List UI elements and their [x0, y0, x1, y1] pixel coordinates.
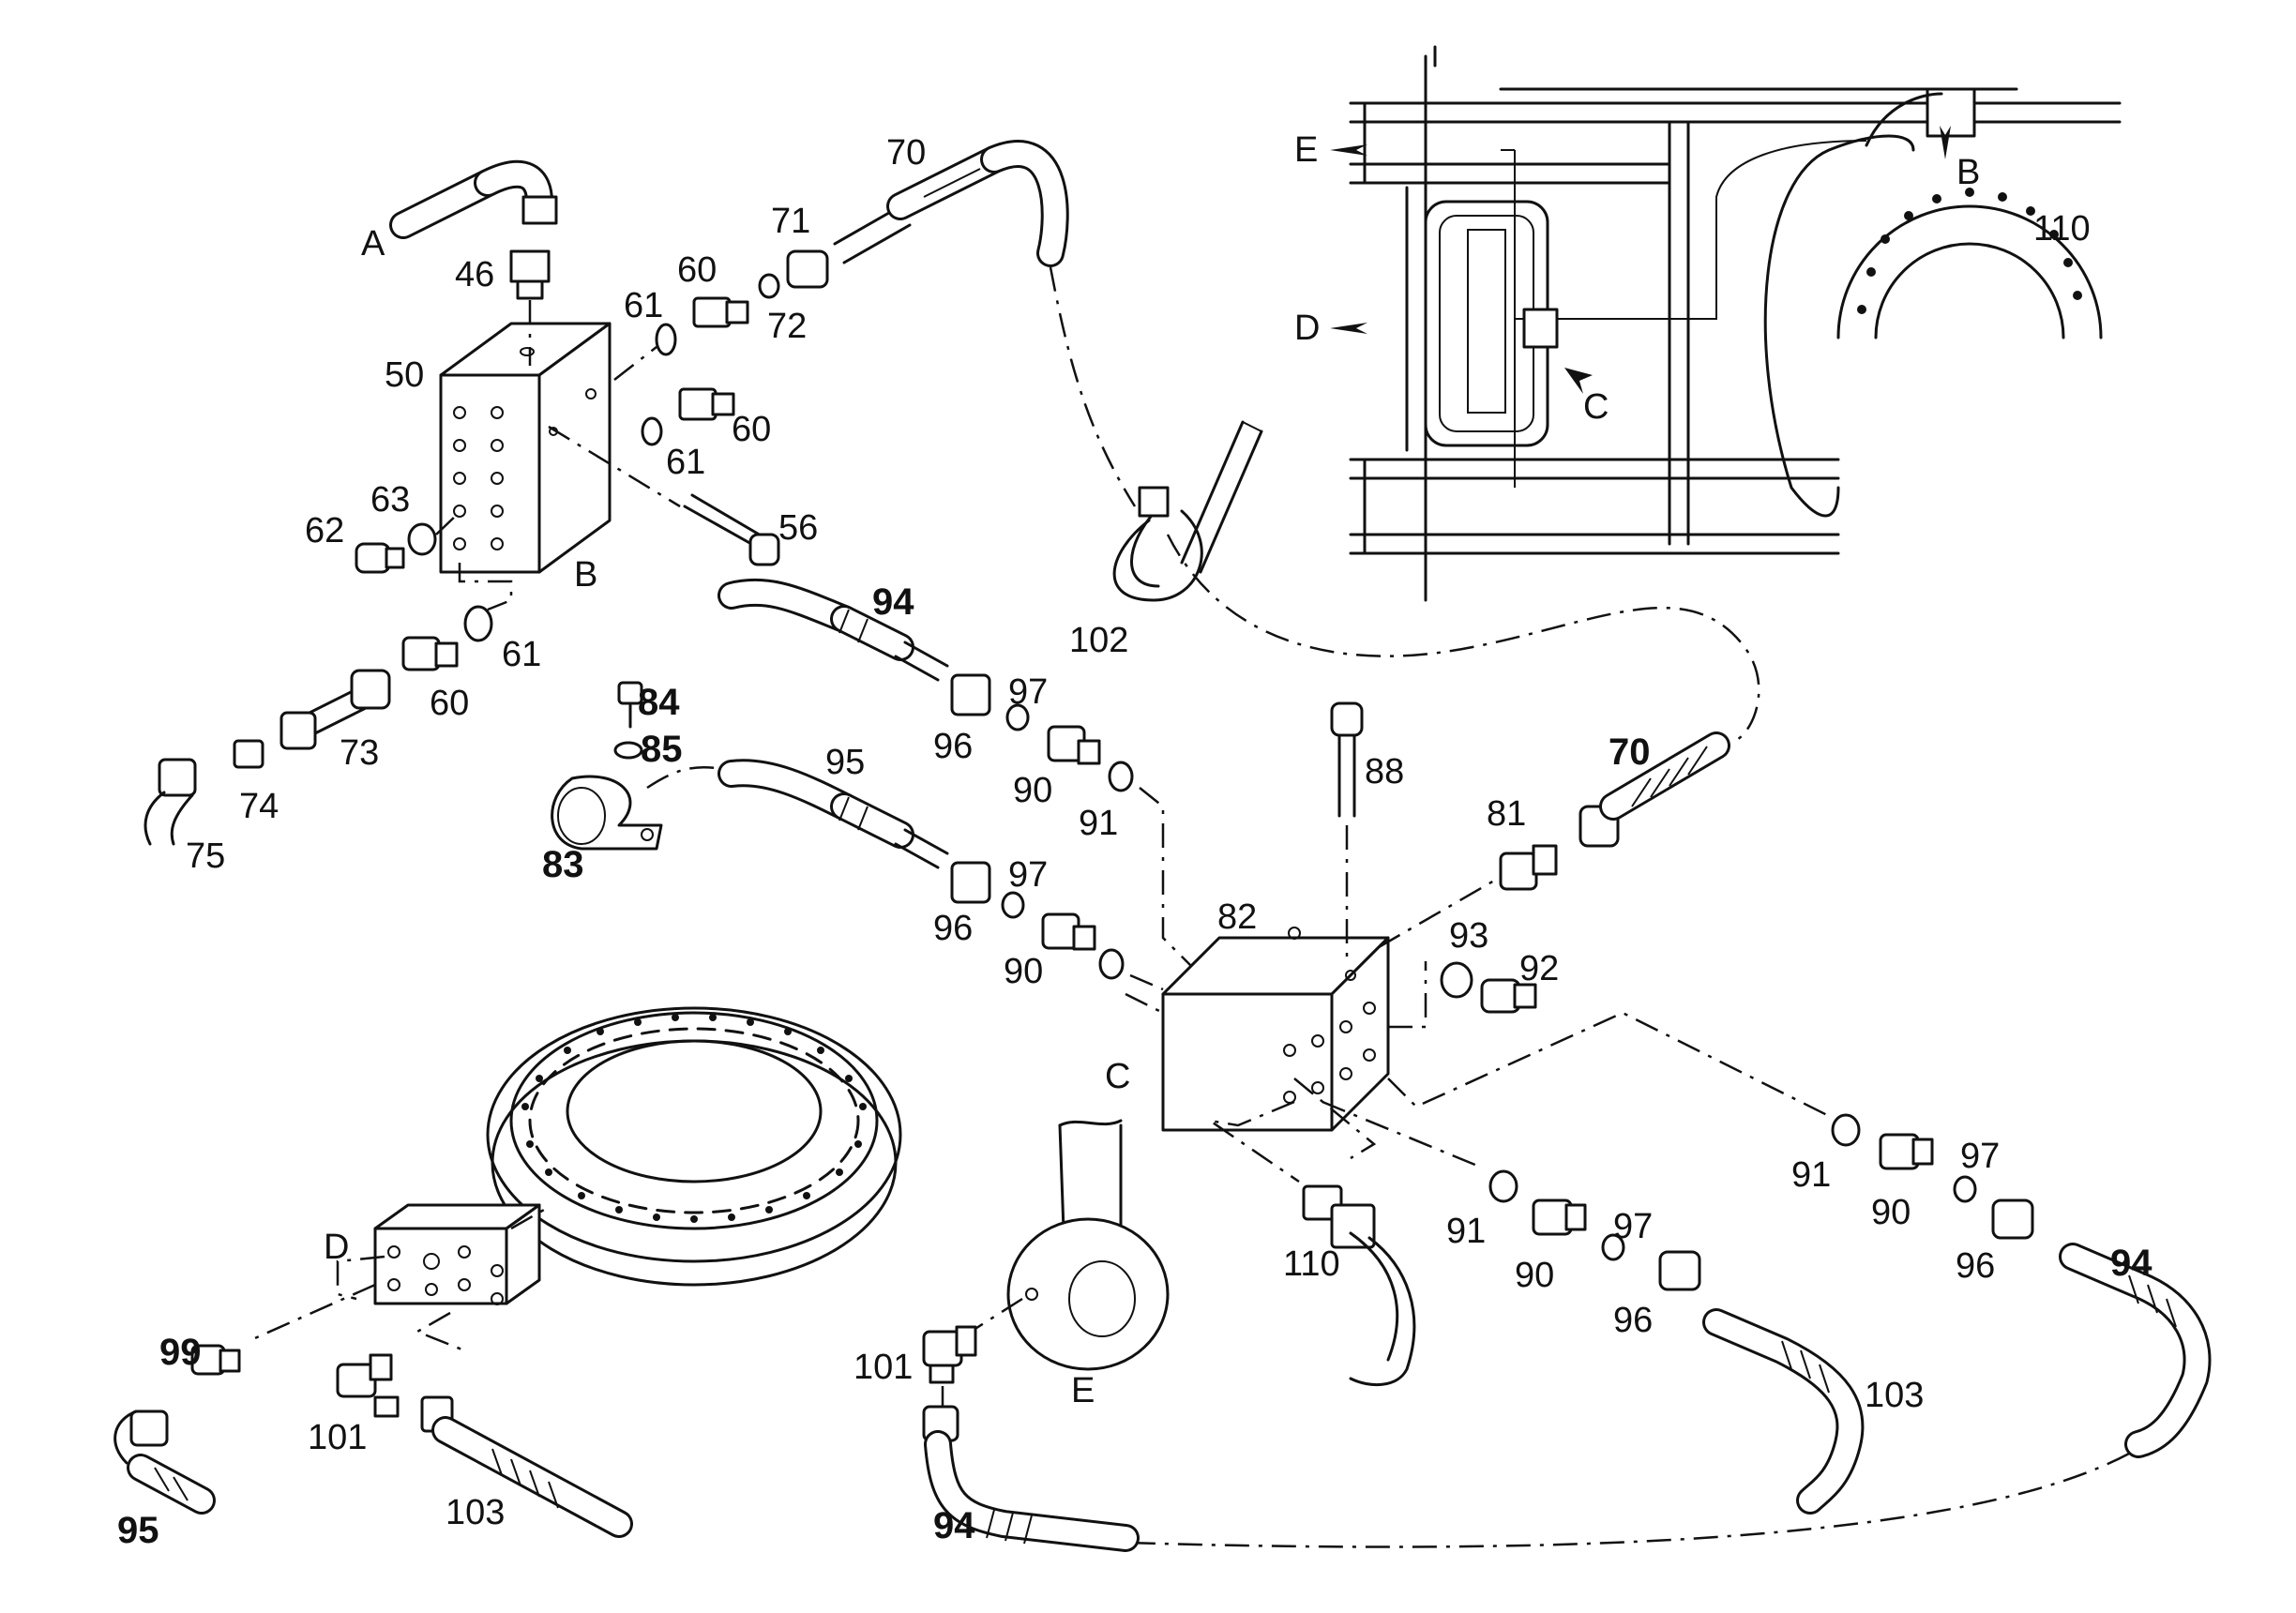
label-90-middle: 90 — [1004, 952, 1043, 991]
elbow-101-hose-94-bottom — [922, 1297, 1140, 1552]
label-91-center: 91 — [1446, 1212, 1486, 1251]
label-74: 74 — [239, 787, 279, 826]
label-83: 83 — [542, 844, 584, 885]
label-101-right: 101 — [853, 1348, 913, 1387]
fitting-99-hose-95-bottom — [113, 1344, 241, 1515]
fittings-91-90-97-96-right — [1387, 1011, 2034, 1240]
label-94-upper: 94 — [872, 581, 914, 623]
label-90-center: 90 — [1515, 1256, 1554, 1295]
label-e: E — [1071, 1371, 1095, 1410]
label-61-lower: 61 — [502, 635, 541, 674]
fittings-61-60-73-74-75 — [144, 563, 513, 846]
label-d: D — [324, 1228, 349, 1267]
label-90-upper: 90 — [1013, 771, 1052, 810]
label-96-upper: 96 — [933, 727, 973, 766]
label-95-middle: 95 — [825, 743, 865, 782]
label-97-middle: 97 — [1008, 855, 1048, 895]
hose-a-with-elbow — [389, 159, 558, 239]
label-93: 93 — [1449, 916, 1488, 956]
label-96-middle: 96 — [933, 909, 973, 948]
label-46: 46 — [455, 255, 494, 294]
label-91-right: 91 — [1791, 1155, 1831, 1195]
label-61-middle: 61 — [666, 443, 705, 482]
hose-94-upper — [718, 578, 1192, 967]
label-50: 50 — [385, 355, 424, 395]
label-b: B — [574, 555, 597, 595]
label-110-inset: 110 — [2033, 209, 2091, 249]
label-82: 82 — [1217, 897, 1257, 937]
label-96-center: 96 — [1613, 1301, 1653, 1340]
fittings-60-61-72-71-upper — [613, 249, 829, 381]
callout-labels: A 46 50 61 60 71 72 70 60 61 56 63 62 B … — [117, 133, 2152, 1551]
label-102: 102 — [1069, 621, 1128, 660]
hose-94-right — [1125, 1243, 2212, 1548]
distributor-block-d — [248, 1203, 545, 1352]
slewing-bearing-ring — [486, 1006, 902, 1287]
label-63: 63 — [370, 480, 410, 520]
label-85: 85 — [641, 729, 683, 770]
label-60-lower: 60 — [430, 684, 469, 723]
inset-label-b: B — [1956, 153, 1980, 192]
sensor-110 — [1209, 1078, 1416, 1387]
label-73: 73 — [340, 733, 379, 773]
label-71: 71 — [771, 202, 810, 241]
label-75: 75 — [186, 837, 225, 876]
elbow-101-hose-103-bottom — [336, 1353, 633, 1538]
label-103-right: 103 — [1865, 1376, 1924, 1415]
label-a: A — [361, 224, 385, 264]
label-97-upper: 97 — [1008, 672, 1048, 712]
label-88: 88 — [1365, 752, 1404, 791]
cable-tie-102 — [1112, 420, 1760, 743]
label-92: 92 — [1519, 949, 1559, 988]
bolt-88 — [1330, 701, 1364, 966]
plug-62-washer-63 — [355, 513, 459, 574]
label-70-upper: 70 — [886, 133, 926, 173]
inset-label-e: E — [1294, 130, 1318, 170]
label-95-bottom: 95 — [117, 1510, 159, 1551]
label-60-upper: 60 — [677, 250, 717, 290]
label-60-middle: 60 — [732, 410, 771, 449]
fitting-81-hose-70-right — [1378, 731, 1730, 949]
hose-70-upper — [833, 140, 1137, 507]
fittings-91-90-97-96-center — [1322, 1100, 1701, 1291]
hose-95-middle — [718, 759, 1164, 991]
label-72: 72 — [767, 307, 807, 346]
label-61-upper: 61 — [624, 286, 663, 325]
bolt-56 — [548, 425, 780, 566]
frame-location-inset: E D C B 110 — [1294, 45, 2122, 602]
fittings-60-61-middle — [641, 387, 735, 446]
label-81: 81 — [1487, 794, 1526, 834]
inset-label-d: D — [1294, 309, 1320, 348]
distributor-block-b — [439, 322, 612, 574]
label-110-bottom: 110 — [1283, 1244, 1340, 1284]
label-70-right: 70 — [1609, 731, 1651, 773]
label-62: 62 — [305, 511, 344, 550]
label-97-center: 97 — [1613, 1207, 1653, 1246]
label-90-right: 90 — [1871, 1193, 1911, 1232]
clamp-83-bolt-84-washer-85 — [551, 681, 723, 851]
label-56: 56 — [778, 508, 818, 548]
label-96-right: 96 — [1956, 1246, 1995, 1286]
distributor-block-c — [1125, 927, 1390, 1132]
label-91-upper: 91 — [1079, 804, 1118, 843]
label-84: 84 — [638, 682, 680, 723]
inset-label-c: C — [1583, 387, 1609, 427]
fitting-46 — [509, 249, 551, 366]
washer-93-plug-92 — [1388, 961, 1537, 1029]
label-103-bottom: 103 — [446, 1493, 505, 1532]
label-99: 99 — [159, 1332, 202, 1373]
label-94-bottom: 94 — [933, 1505, 975, 1546]
label-97-right: 97 — [1960, 1137, 2000, 1176]
banjo-fitting-e — [1006, 1119, 1170, 1371]
label-101-left: 101 — [308, 1418, 367, 1457]
hose-103-right — [1702, 1308, 1865, 1515]
label-c: C — [1105, 1057, 1130, 1096]
label-94-right: 94 — [2110, 1243, 2152, 1284]
